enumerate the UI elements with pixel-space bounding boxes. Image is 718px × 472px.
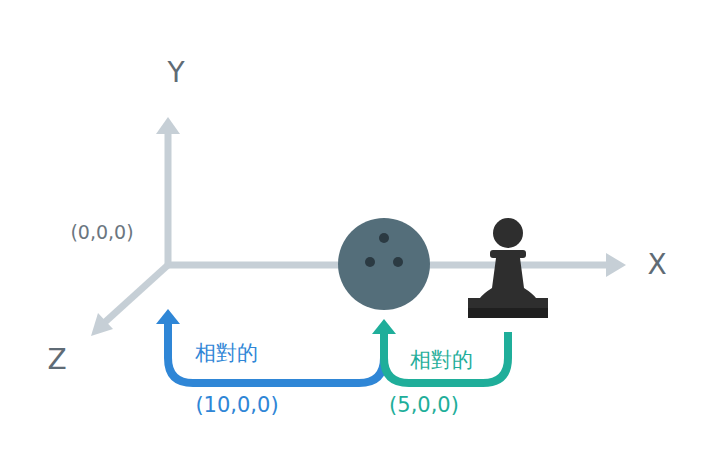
coordinate-label: (10,0,0) <box>195 395 278 416</box>
relative-label: 相對的 <box>195 343 258 364</box>
y-arrowhead <box>156 117 180 134</box>
axis-label: Z <box>47 346 66 374</box>
relative-label: 相對的 <box>410 350 473 371</box>
coordinate-label: (5,0,0) <box>389 395 459 416</box>
z-arrowhead <box>91 313 113 336</box>
z-axis <box>104 265 168 323</box>
x-arrowhead <box>606 253 626 277</box>
y-axis <box>165 130 172 265</box>
relative-arrow-teal <box>384 332 508 383</box>
relative-arrow-blue <box>168 322 384 383</box>
pawn <box>468 218 548 318</box>
bowling-ball <box>338 218 430 310</box>
teal-arrowhead <box>372 319 396 334</box>
blue-arrowhead <box>156 309 180 324</box>
axis-label: X <box>647 251 666 279</box>
axis-label: Y <box>167 59 184 87</box>
origin-label: (0,0,0) <box>70 223 133 242</box>
